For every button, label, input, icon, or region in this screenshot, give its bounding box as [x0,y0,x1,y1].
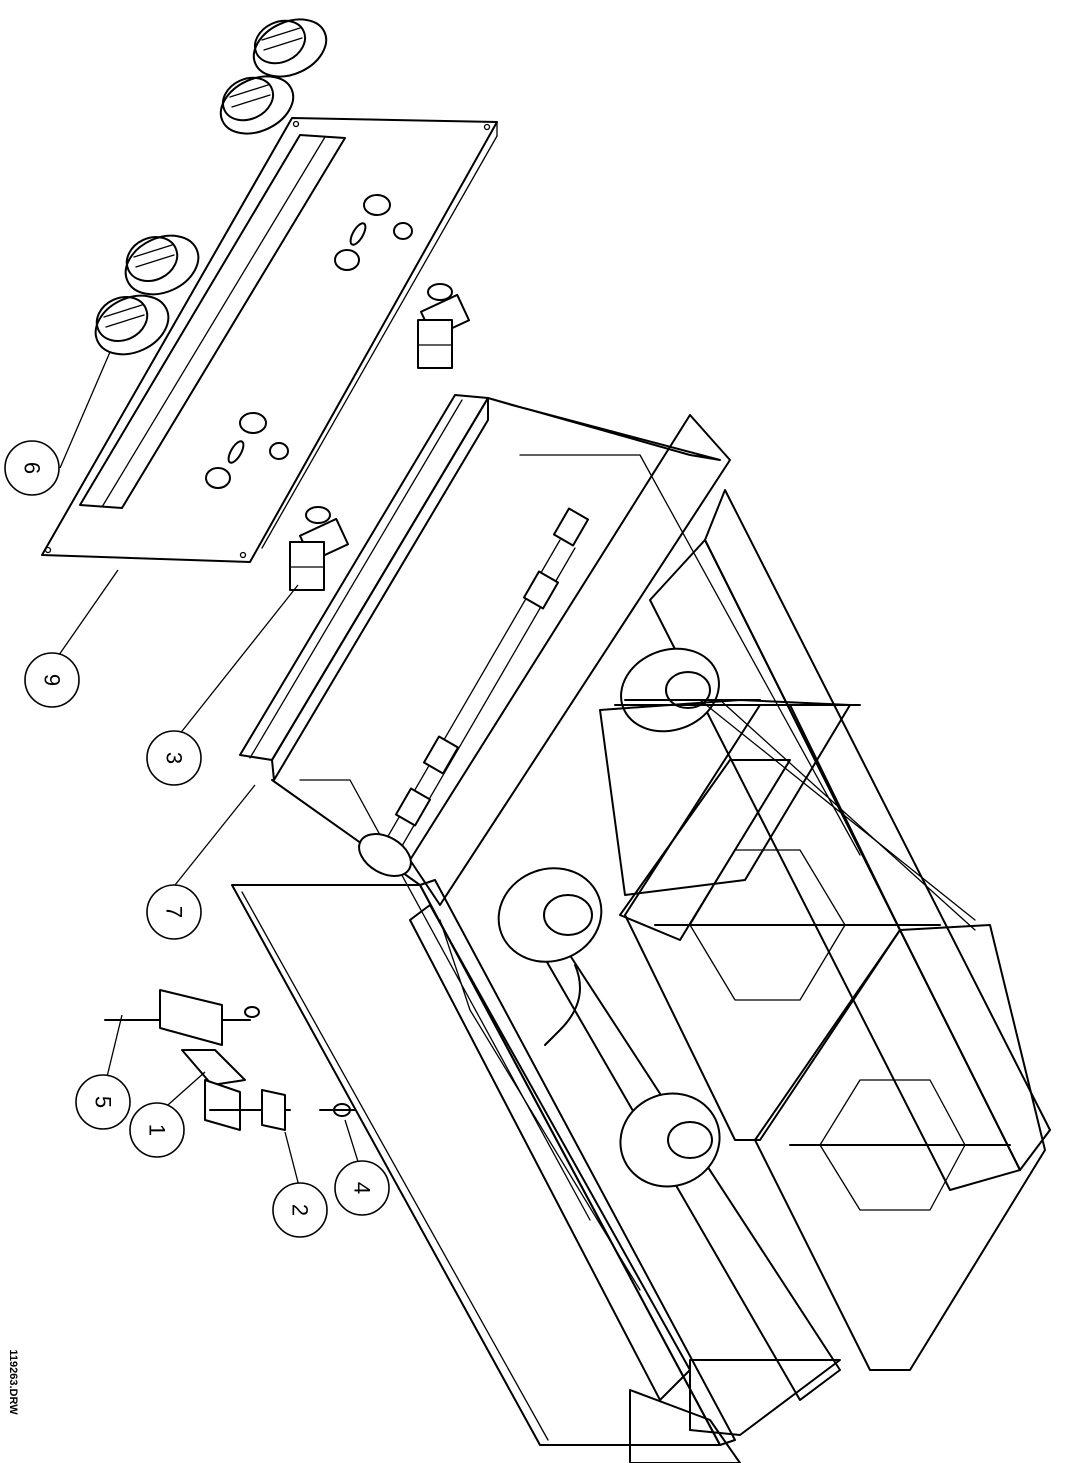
gas-valve-upper [417,283,471,369]
pilot-orifice-bracket [261,1089,286,1131]
burner-rear-right [620,647,761,733]
callout-1-label: 1 [145,1124,170,1136]
callout-7-label: 7 [162,906,187,918]
callout-2-label: 2 [288,1204,313,1216]
front-control-panel [41,117,498,563]
callout-4-label: 4 [350,1182,375,1194]
callout-7: 7 [146,884,202,940]
control-knob-4 [94,294,170,356]
burner-center [497,867,603,1046]
grate-upper [599,699,976,941]
control-knob-2 [219,75,295,135]
callout-6: 6 [4,440,60,496]
callout-6-label: 6 [20,462,45,474]
manifold-valves [358,507,590,877]
callout-3: 3 [146,730,202,786]
grate-lower [754,924,1046,1371]
pilot-bracket [104,989,291,1131]
callout-9-label: 9 [40,674,65,686]
callout-4: 4 [334,1160,390,1216]
callout-5-label: 5 [91,1096,116,1108]
drawing-filename: 119263.DRW [7,1349,19,1415]
pilot-nut [319,1103,356,1117]
callout-1: 1 [129,1102,185,1158]
control-knob-1 [252,18,328,78]
callout-2: 2 [272,1182,328,1238]
grate-middle [624,704,941,1141]
callout-9: 9 [24,652,80,708]
callout-5: 5 [75,1074,131,1130]
burner-front-left [619,1092,721,1188]
control-knob-3 [124,234,200,296]
callout-3-label: 3 [162,752,187,764]
range-body [231,394,1051,1463]
gas-valve-lower [289,506,350,591]
